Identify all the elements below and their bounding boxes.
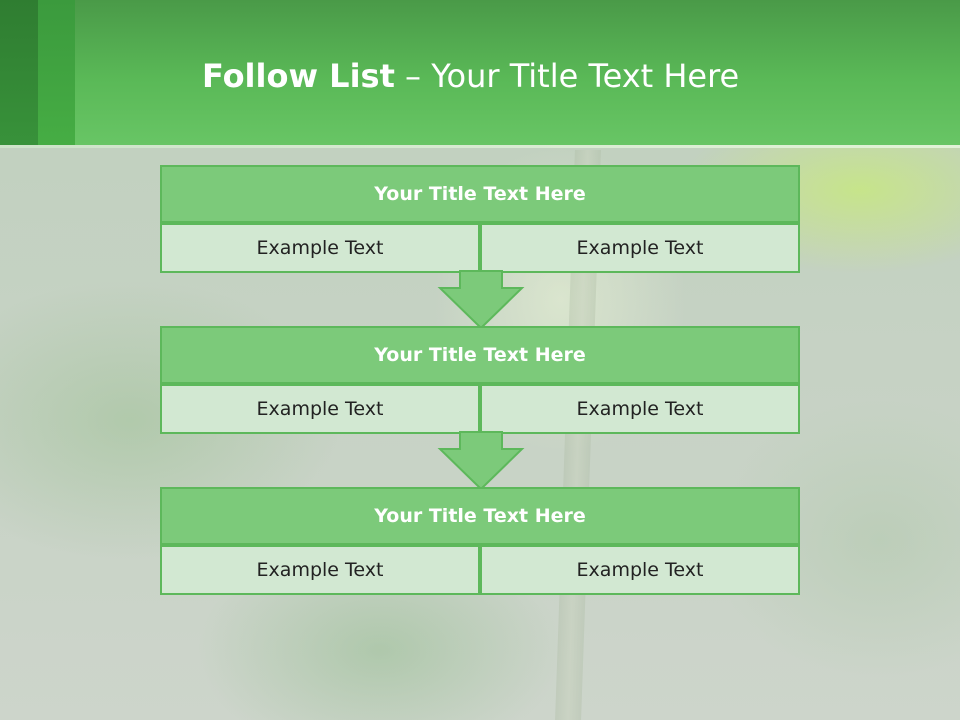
block-title: Your Title Text Here (160, 487, 800, 545)
block-cell-left: Example Text (160, 384, 480, 434)
header-banner (0, 0, 960, 145)
title-separator: – (394, 57, 432, 95)
block-title: Your Title Text Here (160, 165, 800, 223)
block-cell-left: Example Text (160, 223, 480, 273)
header-stripe-dark (0, 0, 38, 145)
slide-title: Follow List – Your Title Text Here (202, 56, 739, 96)
header-stripe-medium (38, 0, 75, 145)
block-cell-right: Example Text (480, 545, 800, 595)
header-divider (0, 145, 960, 148)
title-subtitle-part: Your Title Text Here (431, 57, 740, 95)
block-cell-right: Example Text (480, 223, 800, 273)
down-arrow-icon (437, 431, 525, 491)
block-title: Your Title Text Here (160, 326, 800, 384)
block-cell-left: Example Text (160, 545, 480, 595)
block-cell-right: Example Text (480, 384, 800, 434)
title-bold-part: Follow List (202, 57, 395, 95)
down-arrow-icon (437, 270, 525, 330)
